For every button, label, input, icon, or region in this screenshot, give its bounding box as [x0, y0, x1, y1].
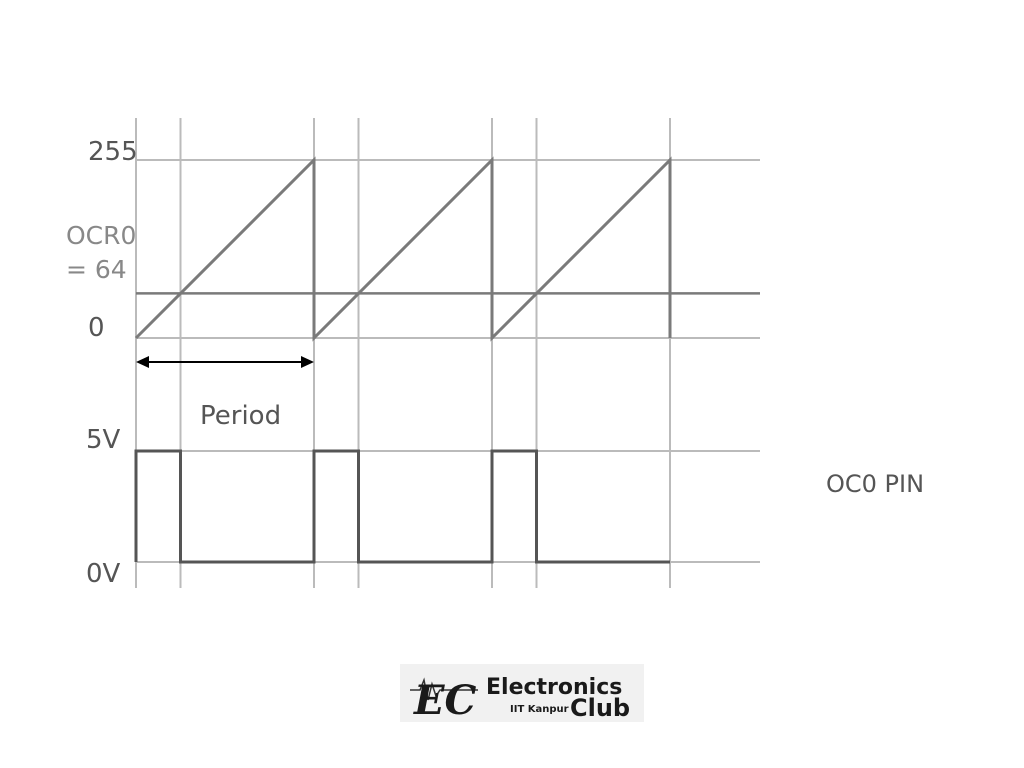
grid-lines [135, 118, 760, 588]
logo-name-top: Electronics [486, 675, 622, 700]
logo-mark: EC [413, 677, 476, 724]
oc0-output-waveform [134, 449, 670, 564]
electronics-club-logo: EC Electronics IIT Kanpur Club [400, 664, 644, 724]
label-ocr0: OCR0 [66, 221, 136, 250]
label-oc0-pin: OC0 PIN [826, 470, 924, 498]
logo-name-bottom: Club [570, 694, 630, 722]
counter-sawtooth-wave [134, 156, 672, 342]
pwm-pulse-train [134, 449, 670, 564]
label-0v: 0V [86, 559, 121, 589]
label-5v: 5V [86, 425, 121, 455]
label-ocr0-value: = 64 [66, 255, 127, 284]
label-255: 255 [88, 137, 138, 167]
logo-institute: IIT Kanpur [510, 704, 569, 715]
label-period: Period [200, 401, 281, 431]
counter-ramp [134, 156, 672, 342]
logo-signal-squiggle [410, 677, 478, 701]
period-arrow [136, 356, 314, 368]
label-zero: 0 [88, 313, 105, 343]
